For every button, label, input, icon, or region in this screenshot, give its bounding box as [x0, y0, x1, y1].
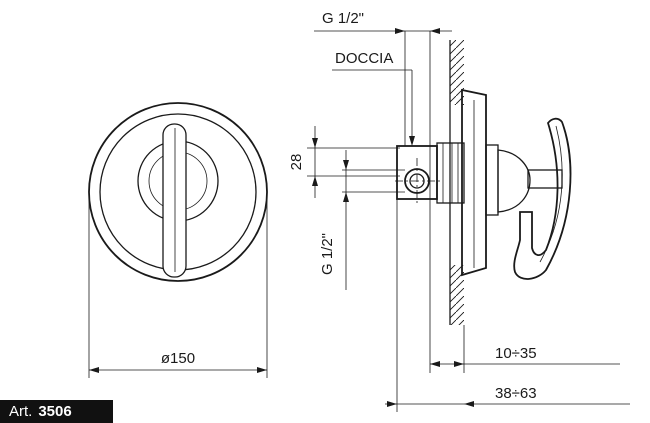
article-number: 3506	[38, 403, 72, 420]
wall-depth-label: 10÷35	[495, 345, 537, 362]
wall-depth-dimension: 10÷35	[429, 146, 620, 373]
diameter-dimension: ø150	[88, 194, 268, 378]
total-depth-dimension: 38÷63	[385, 199, 630, 412]
total-depth-label: 38÷63	[495, 385, 537, 402]
wall-hatch-bottom	[450, 265, 464, 325]
spindle-bush	[485, 144, 499, 216]
height-label: 28	[288, 154, 305, 171]
front-view	[88, 102, 268, 282]
shower-outlet-leader: DOCCIA	[332, 50, 415, 146]
article-prefix: Art.	[9, 403, 33, 420]
inlet-thread-label: G 1/2"	[322, 10, 364, 27]
outlet-thread-label: G 1/2"	[319, 233, 336, 275]
lever-side	[513, 117, 572, 280]
height-dimension: 28	[288, 126, 400, 198]
side-view	[395, 40, 572, 325]
lever-handle	[162, 123, 187, 278]
wall-hatch-top	[450, 40, 464, 105]
inlet-dimension: G 1/2"	[314, 10, 452, 146]
shower-outlet-label: DOCCIA	[335, 50, 393, 67]
cover-plate-section	[461, 88, 487, 277]
body-collar	[436, 142, 465, 204]
article-badge: Art. 3506	[0, 400, 113, 423]
diameter-label: ø150	[161, 350, 195, 367]
hub-dome	[497, 149, 531, 213]
outlet-dimension: G 1/2"	[319, 150, 405, 290]
cover-plate-outer-ring	[88, 102, 268, 282]
